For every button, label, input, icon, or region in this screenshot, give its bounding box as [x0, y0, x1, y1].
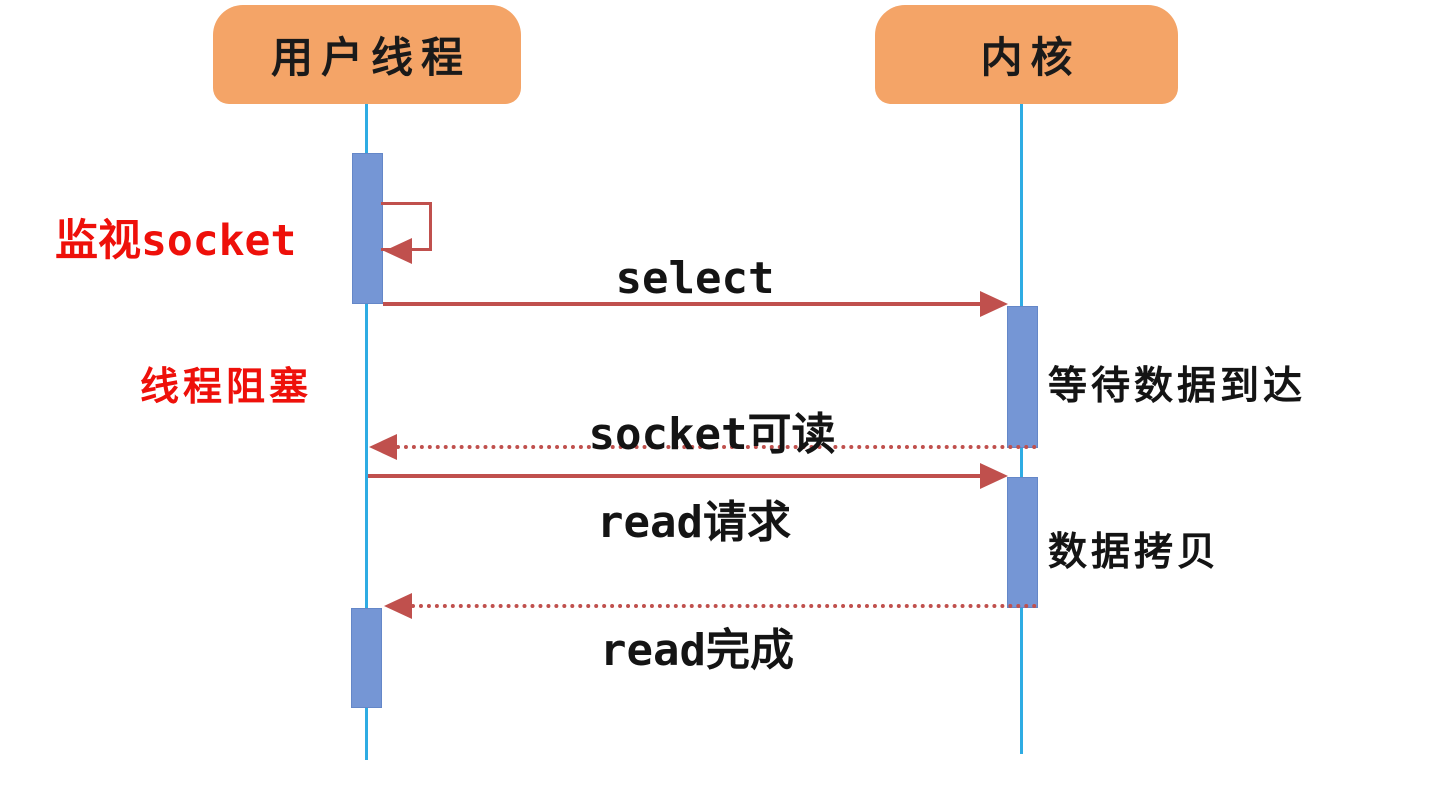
- read-complete-arrow-line: [411, 604, 1037, 608]
- actor-box-kernel: 内核: [875, 5, 1178, 104]
- self-loop-arrowhead-icon: [384, 238, 412, 264]
- actor-label-kernel: 内核: [980, 34, 1081, 81]
- read-complete-message-label: read完成: [600, 625, 794, 676]
- actor-label-user-thread: 用户线程: [270, 34, 471, 81]
- activation-bar-kernel-wait: [1007, 306, 1038, 448]
- annotation-wait-data-arrive: 等待数据到达: [1048, 365, 1307, 408]
- socket-readable-arrow-line: [396, 445, 1037, 449]
- socket-readable-message-label: socket可读: [588, 409, 836, 460]
- annotation-data-copy: 数据拷贝: [1048, 531, 1221, 574]
- select-arrowhead-icon: [980, 291, 1008, 317]
- activation-bar-user-2: [351, 608, 382, 708]
- select-message-label: select: [615, 253, 775, 304]
- annotation-monitor-socket: 监视socket: [55, 216, 297, 266]
- activation-bar-kernel-copy: [1007, 477, 1038, 608]
- actor-box-user-thread: 用户线程: [213, 5, 521, 104]
- read-complete-arrowhead-icon: [384, 593, 412, 619]
- read-request-message-label: read请求: [597, 497, 791, 548]
- socket-readable-arrowhead-icon: [369, 434, 397, 460]
- read-request-arrow-line: [368, 474, 982, 478]
- read-request-arrowhead-icon: [980, 463, 1008, 489]
- user-thread-lifeline: [365, 104, 368, 760]
- annotation-thread-blocked: 线程阻塞: [140, 366, 313, 409]
- activation-bar-user-1: [352, 153, 383, 304]
- select-arrow-line: [383, 302, 983, 306]
